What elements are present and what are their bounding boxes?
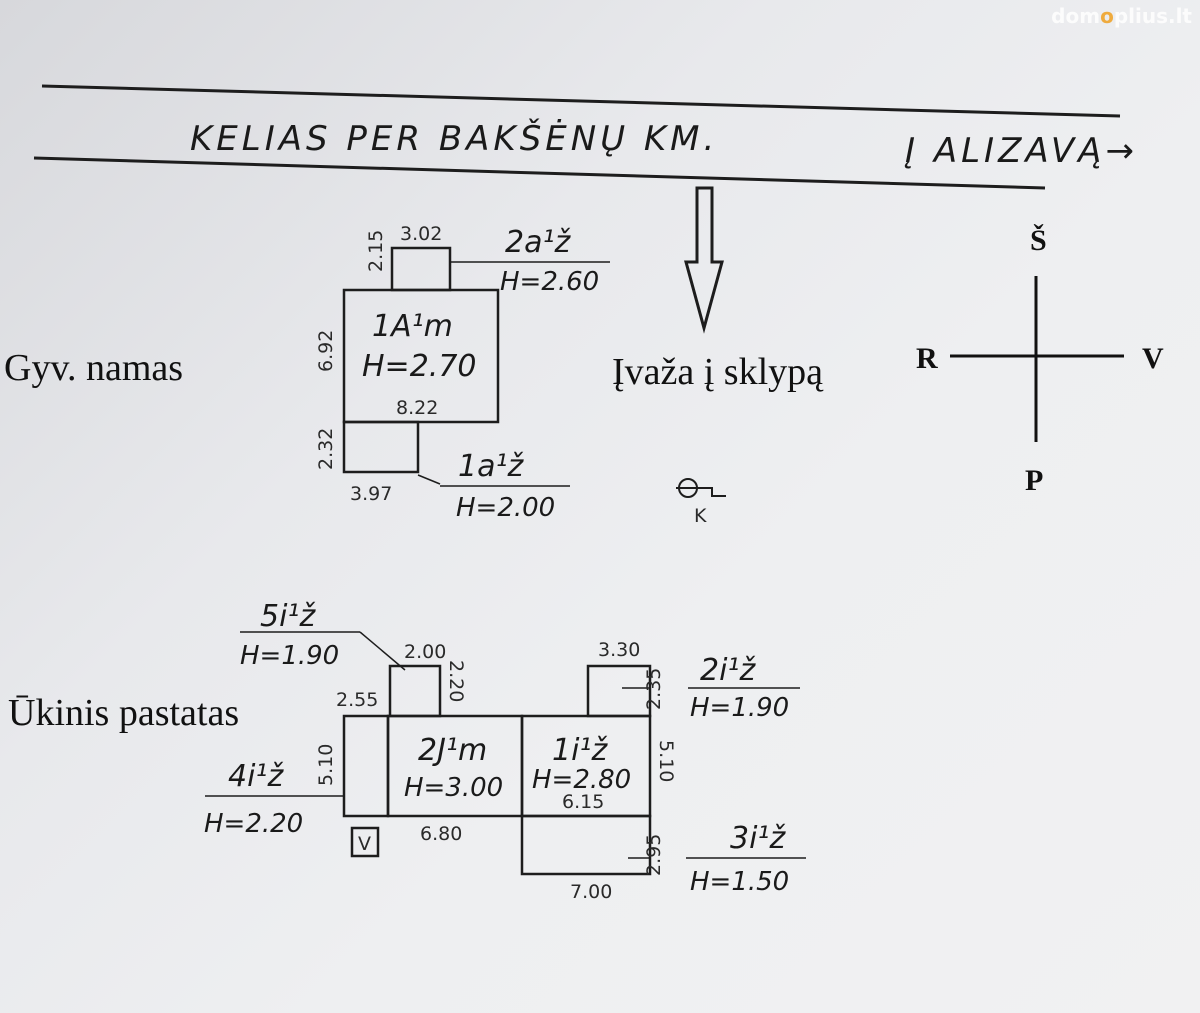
farm-3i (520, 814, 652, 876)
farm-2i (586, 664, 652, 718)
road-label: KELIAS PER BAKŠĖNŲ KM. (190, 118, 718, 159)
farm-2i-height: H=1.90 (690, 693, 789, 723)
farm-toilet-code: V (358, 833, 371, 855)
farm-5i-code: 5i¹ž (260, 599, 316, 634)
farm-3i-height: H=1.50 (690, 867, 789, 897)
annex-bottom-height: H=2.00 (456, 493, 555, 523)
well (676, 478, 726, 498)
house-label: Gyv. namas (4, 347, 183, 389)
farm-2J-height: H=3.00 (404, 773, 503, 803)
dim-3i-width: 2.95 (643, 834, 665, 876)
dim-annex-top-width: 2.15 (365, 230, 387, 272)
farm-4i-code: 4i¹ž (228, 759, 284, 794)
farm-3i-code: 3i¹ž (730, 821, 786, 856)
dim-annex-bottom-length: 3.97 (350, 483, 392, 505)
farm-2J-code: 2J¹m (418, 733, 487, 768)
annex-top-height: H=2.60 (500, 267, 599, 297)
house-main-code: 1A¹m (372, 309, 453, 344)
house (342, 246, 610, 487)
house-annex-top (390, 246, 452, 292)
compass-south: P (1025, 464, 1043, 497)
dim-5i-length: 2.00 (404, 641, 446, 663)
dim-3i-length: 7.00 (570, 881, 612, 903)
farm-1i-height: H=2.80 (532, 765, 631, 795)
driveway-arrow (684, 186, 724, 334)
compass-north: Š (1030, 224, 1047, 257)
road: KELIAS PER BAKŠĖNŲ KM. Į ALIZAVĄ→ (33, 84, 1138, 190)
dim-4i-length: 2.55 (336, 689, 378, 711)
dim-4i-width: 5.10 (315, 744, 337, 786)
dim-5i-width: 2.20 (445, 660, 467, 702)
compass-west: R (916, 342, 938, 375)
road-direction: Į ALIZAVĄ→ (904, 131, 1138, 171)
farm-toilet (350, 826, 380, 858)
dim-house-main-length: 8.22 (396, 397, 438, 419)
dim-1i-length: 6.15 (562, 791, 604, 813)
farm-5i (388, 664, 442, 718)
compass-east: V (1142, 342, 1164, 375)
compass-rose: Š P R V (916, 224, 1164, 497)
house-annex-bottom (342, 420, 420, 474)
farm-building-label: Ūkinis pastatas (8, 692, 239, 734)
domoplius-watermark: domoplius.lt (1051, 4, 1192, 28)
farm-2i-code: 2i¹ž (700, 653, 756, 688)
farm-5i-height: H=1.90 (240, 641, 339, 671)
farm-4i (342, 714, 390, 818)
annex-top-code: 2a¹ž (505, 225, 571, 260)
dim-2i-width: 2.35 (643, 668, 665, 710)
house-main (342, 288, 500, 424)
dim-1i-width: 5.10 (655, 740, 677, 782)
farm-4i-height: H=2.20 (204, 809, 303, 839)
dim-2i-length: 3.30 (598, 639, 640, 661)
dim-annex-top-length: 3.02 (400, 223, 442, 245)
dim-2J-length: 6.80 (420, 823, 462, 845)
house-main-height: H=2.70 (362, 349, 477, 384)
farm-building (205, 631, 806, 876)
driveway-label: Įvaža į sklypą (612, 351, 824, 393)
dim-house-main-width: 6.92 (315, 330, 337, 372)
well-code: K (694, 505, 707, 527)
farm-1i-code: 1i¹ž (552, 733, 608, 768)
dim-annex-bottom-width: 2.32 (315, 428, 337, 470)
annex-bottom-code: 1a¹ž (458, 449, 524, 484)
